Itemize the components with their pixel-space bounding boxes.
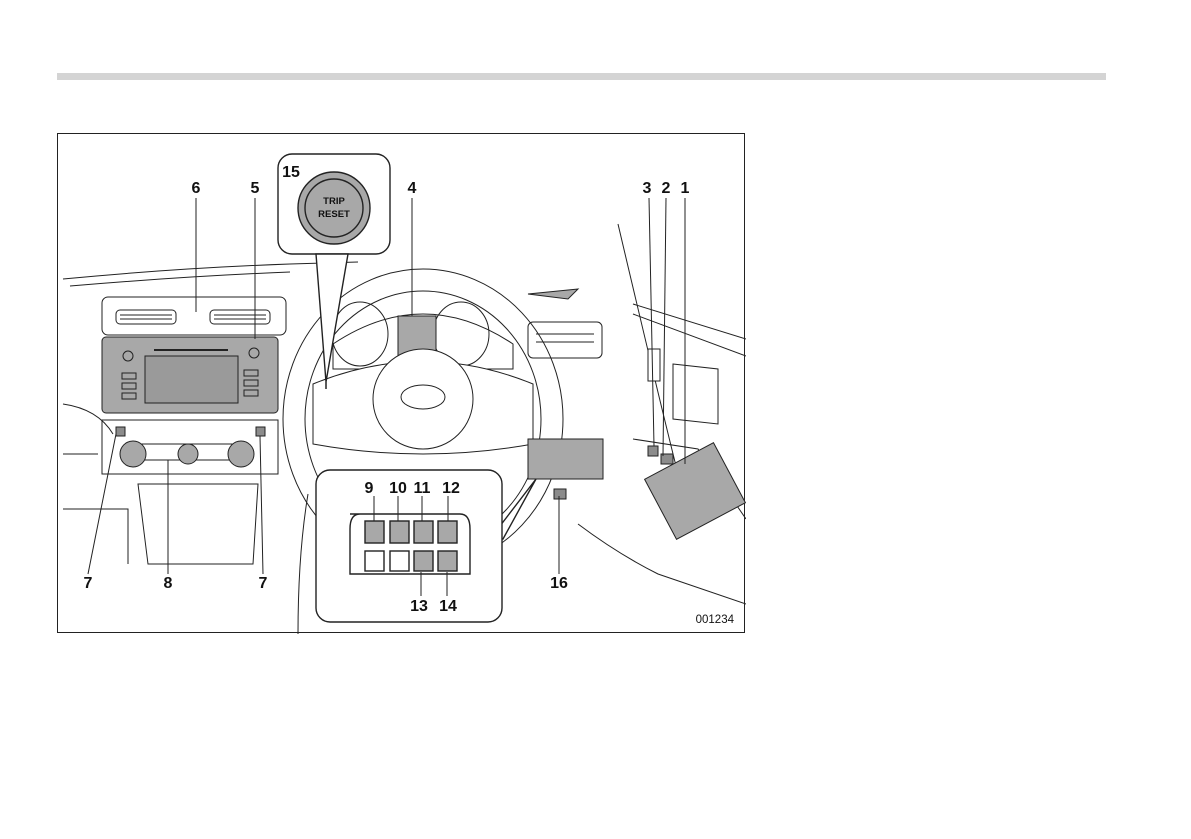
audio-screen	[145, 356, 238, 403]
dash-top-line	[63, 262, 358, 279]
callout-2: 2	[662, 180, 671, 197]
center-vent-housing	[102, 297, 286, 335]
callout-6: 6	[192, 180, 201, 197]
callout-7-left: 7	[84, 575, 93, 592]
switch-16	[554, 489, 566, 499]
switch-14	[438, 551, 457, 571]
page-top-rule	[57, 73, 1106, 80]
steering-hub	[373, 349, 473, 449]
tachometer	[332, 302, 388, 366]
callout-11: 11	[414, 480, 431, 497]
switch-9	[365, 521, 384, 543]
callout-5: 5	[251, 180, 260, 197]
climate-knob-right	[228, 441, 254, 467]
callout-16: 16	[550, 575, 568, 592]
callout-10: 10	[389, 480, 407, 497]
callout-15: 15	[282, 164, 300, 181]
callout-12: 12	[442, 480, 460, 497]
inset-trip-reset	[278, 154, 390, 389]
climate-knob-center	[178, 444, 198, 464]
hazard-switch-left	[116, 427, 125, 436]
mirror-switch	[648, 446, 658, 456]
side-vent	[528, 322, 602, 358]
switch-11	[414, 521, 433, 543]
callout-14: 14	[439, 598, 457, 615]
dash-top-line-2	[70, 272, 290, 286]
hazard-switch-right	[256, 427, 265, 436]
center-vent-left	[116, 310, 176, 324]
callout-7-right: 7	[259, 575, 268, 592]
callout-4: 4	[408, 180, 417, 197]
switch-10	[390, 521, 409, 543]
dashboard-drawing: TRIP RESET 6 5 4 3 2 1 15	[58, 134, 746, 634]
center-vent-right	[210, 310, 270, 324]
callout-8: 8	[164, 575, 173, 592]
trip-button-label-1: TRIP	[323, 196, 345, 207]
figure-code: 001234	[696, 614, 735, 626]
callout-3: 3	[643, 180, 652, 197]
callout-1: 1	[681, 180, 690, 197]
switch-13	[414, 551, 433, 571]
callout-9: 9	[365, 480, 374, 497]
dashboard-illustration: TRIP RESET 6 5 4 3 2 1 15	[57, 133, 745, 633]
switch-12	[438, 521, 457, 543]
climate-knob-left	[120, 441, 146, 467]
trip-button-label-2: RESET	[318, 209, 350, 220]
lower-dash-panel	[528, 439, 603, 479]
window-switch-panel	[645, 443, 746, 540]
callout-13: 13	[410, 598, 428, 615]
